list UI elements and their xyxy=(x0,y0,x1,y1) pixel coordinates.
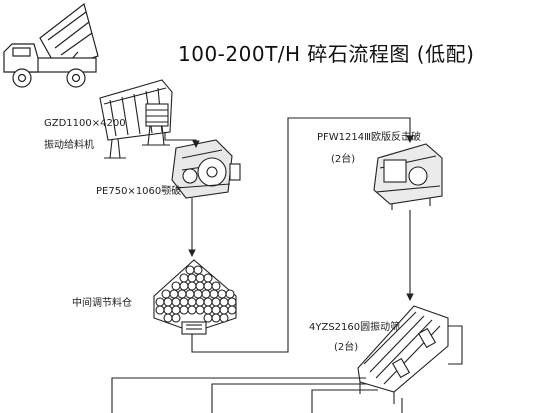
flow-lines xyxy=(111,117,463,413)
feeder-model-label: GZD1100×4200 xyxy=(44,118,126,129)
screen-qty: (2台) xyxy=(334,342,359,353)
diagram-title: 100-200T/H 碎石流程图 (低配) xyxy=(178,42,475,66)
screen-label: 4YZS2160圆振动筛 xyxy=(309,322,401,333)
vibrating-feeder-icon xyxy=(99,79,173,159)
dump-truck-icon xyxy=(3,2,99,88)
jaw-crusher-icon xyxy=(171,139,241,199)
feeder-name-label: 振动给料机 xyxy=(44,140,94,151)
impact-crusher-qty: (2台) xyxy=(331,154,356,165)
vibrating-screen-icon xyxy=(357,305,449,404)
surge-bin-label: 中间调节料仓 xyxy=(72,298,132,309)
impact-crusher-icon xyxy=(373,143,443,210)
jaw-crusher-label: PE750×1060颚破 xyxy=(96,186,182,197)
surge-bin-icon xyxy=(153,259,237,335)
impact-crusher-label: PFW1214Ⅲ欧版反击破 xyxy=(317,132,422,143)
